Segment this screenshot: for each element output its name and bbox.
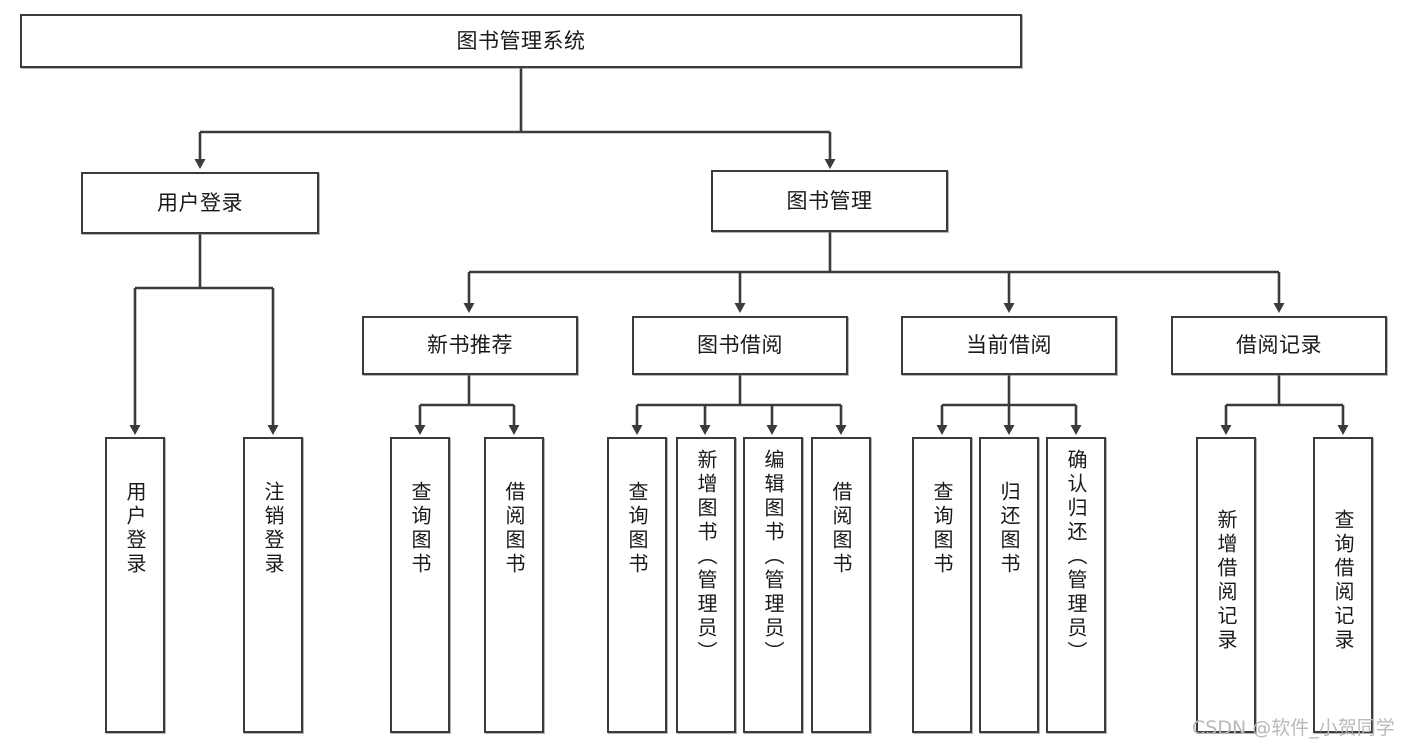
watermark: CSDN @软件_小贺同学 <box>1192 717 1395 739</box>
leaf-user-login-2-label: 注销登录 <box>261 481 285 577</box>
node-borrow-record-label: 借阅记录 <box>1236 333 1322 357</box>
leaf-user-login-1[interactable]: 用户登录 <box>105 437 165 733</box>
leaf-borrow-record-2[interactable]: 查询借阅记录 <box>1313 437 1373 733</box>
leaf-borrow-book-3-label: 编辑图书（管理员） <box>761 449 785 665</box>
leaf-current-borrow-2-label: 归还图书 <box>997 481 1021 577</box>
leaf-borrow-book-1[interactable]: 查询图书 <box>607 437 667 733</box>
node-book-borrow-label: 图书借阅 <box>697 333 783 357</box>
leaf-borrow-record-1-label: 新增借阅记录 <box>1214 509 1238 653</box>
leaf-new-book-1[interactable]: 查询图书 <box>390 437 450 733</box>
leaf-new-book-1-label: 查询图书 <box>408 481 432 577</box>
node-current-borrow-label: 当前借阅 <box>966 333 1052 357</box>
leaf-borrow-book-4[interactable]: 借阅图书 <box>811 437 871 733</box>
leaf-borrow-record-2-label: 查询借阅记录 <box>1331 509 1355 653</box>
node-book-management-label: 图书管理 <box>786 188 873 213</box>
leaf-current-borrow-1-label: 查询图书 <box>930 481 954 577</box>
leaf-new-book-2-label: 借阅图书 <box>502 481 526 577</box>
leaf-current-borrow-1[interactable]: 查询图书 <box>912 437 972 733</box>
leaf-borrow-book-2-label: 新增图书（管理员） <box>694 449 718 665</box>
leaf-borrow-book-3[interactable]: 编辑图书（管理员） <box>743 437 803 733</box>
node-new-book-recommend-label: 新书推荐 <box>427 333 513 357</box>
leaf-user-login-2[interactable]: 注销登录 <box>243 437 303 733</box>
leaf-borrow-book-2[interactable]: 新增图书（管理员） <box>676 437 736 733</box>
leaf-current-borrow-3[interactable]: 确认归还（管理员） <box>1046 437 1106 733</box>
node-root-label: 图书管理系统 <box>456 28 586 53</box>
node-book-borrow[interactable]: 图书借阅 <box>632 316 848 375</box>
node-current-borrow[interactable]: 当前借阅 <box>901 316 1117 375</box>
node-user-login[interactable]: 用户登录 <box>81 172 319 234</box>
leaf-current-borrow-3-label: 确认归还（管理员） <box>1064 449 1088 665</box>
node-borrow-record[interactable]: 借阅记录 <box>1171 316 1387 375</box>
leaf-new-book-2[interactable]: 借阅图书 <box>484 437 544 733</box>
leaf-borrow-book-4-label: 借阅图书 <box>829 481 853 577</box>
node-root[interactable]: 图书管理系统 <box>20 14 1022 68</box>
node-user-login-label: 用户登录 <box>157 190 243 215</box>
leaf-borrow-record-1[interactable]: 新增借阅记录 <box>1196 437 1256 733</box>
node-book-management[interactable]: 图书管理 <box>711 170 948 232</box>
leaf-current-borrow-2[interactable]: 归还图书 <box>979 437 1039 733</box>
node-new-book-recommend[interactable]: 新书推荐 <box>362 316 578 375</box>
leaf-user-login-1-label: 用户登录 <box>123 481 147 577</box>
leaf-borrow-book-1-label: 查询图书 <box>625 481 649 577</box>
